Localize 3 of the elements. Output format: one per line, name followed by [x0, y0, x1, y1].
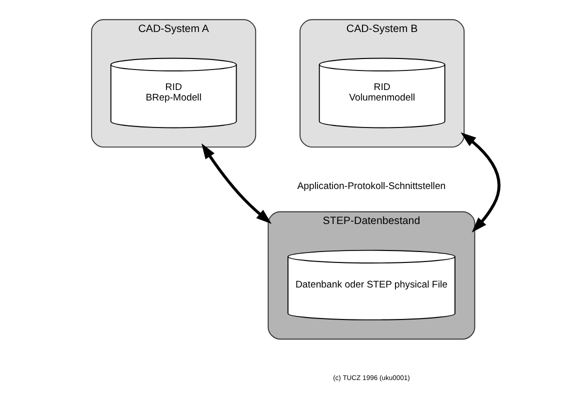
arrow: [460, 132, 500, 232]
label: Application-Protokoll-Schnittstellen: [297, 181, 446, 192]
arrow: [201, 143, 272, 224]
